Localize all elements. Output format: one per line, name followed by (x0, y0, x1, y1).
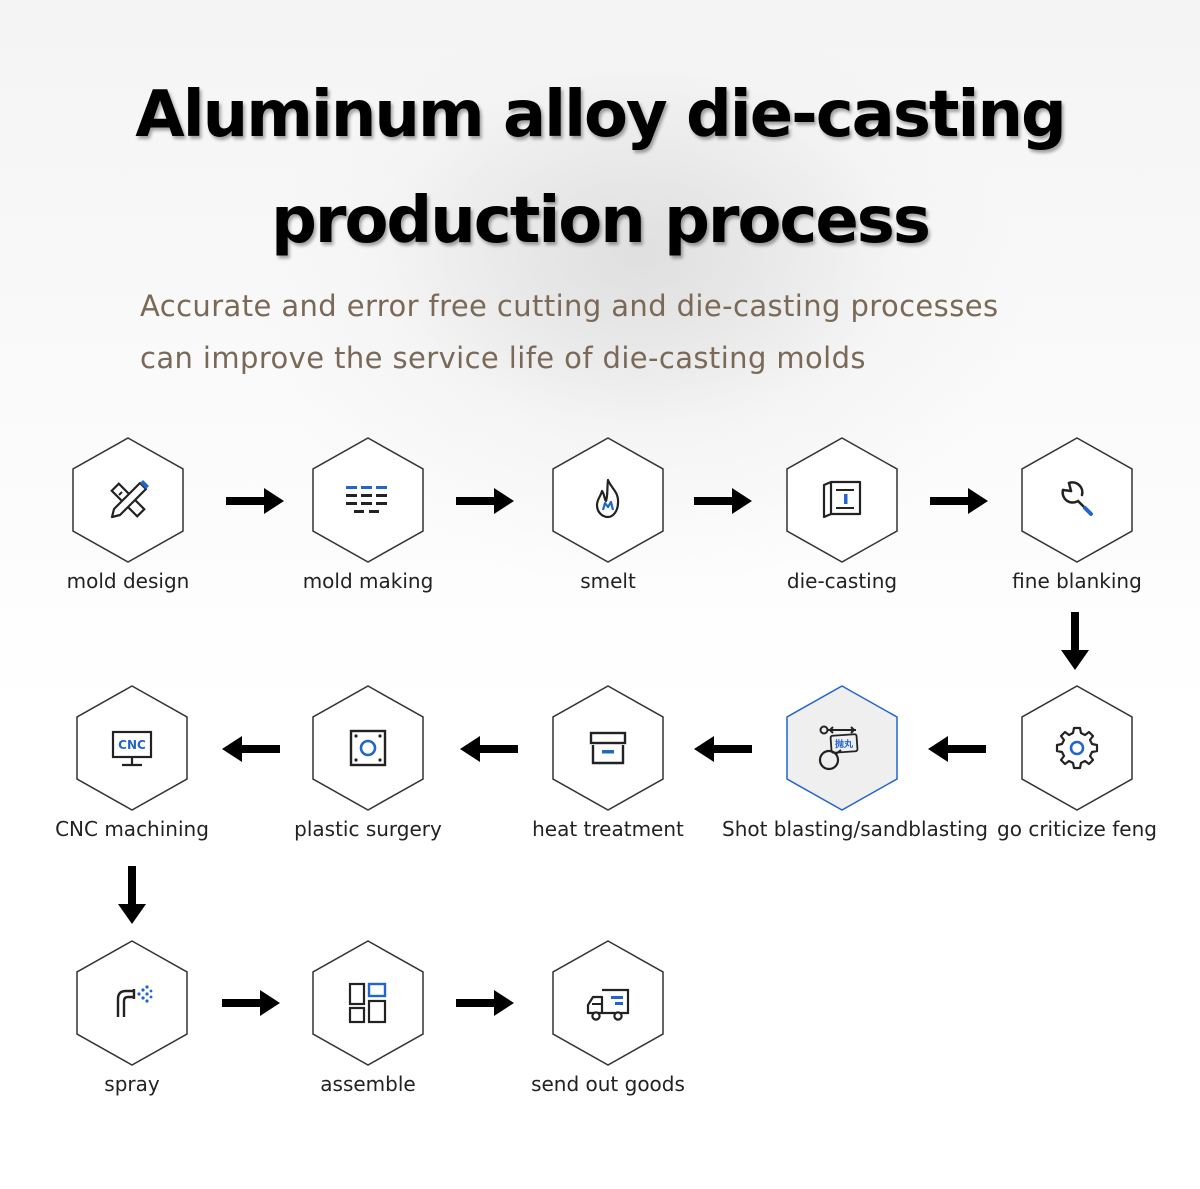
hexagon-frame (312, 685, 424, 811)
step-cnc-machining: CNC CNC machining (12, 685, 252, 875)
step-label: mold design (66, 569, 190, 593)
cnc-badge: CNC (118, 738, 146, 752)
step-label: heat treatment (532, 817, 684, 841)
arrow-left (692, 733, 752, 770)
hexagon-frame (552, 437, 664, 563)
step-label: plastic surgery (294, 817, 442, 841)
hexagon-frame (312, 940, 424, 1066)
step-heat-treatment: heat treatment (488, 685, 728, 875)
step-plastic-surgery: plastic surgery (248, 685, 488, 875)
subtitle-line-2: can improve the service life of die-cast… (140, 341, 866, 375)
hexagon-frame (1021, 437, 1133, 563)
hexagon-frame (1021, 685, 1133, 811)
frame-circle-icon (342, 722, 394, 774)
cnc-monitor-icon: CNC (106, 722, 158, 774)
wrench-icon (1051, 474, 1103, 526)
step-label: assemble (320, 1072, 416, 1096)
flame-icon (582, 474, 634, 526)
hexagon-frame: CNC (76, 685, 188, 811)
arrow-right (456, 485, 516, 522)
step-label: spray (104, 1072, 160, 1096)
arrow-left (926, 733, 986, 770)
step-mold-making: mold making (248, 437, 488, 627)
hexagon-frame (552, 685, 664, 811)
ruler-pencil-icon (102, 474, 154, 526)
step-go-criticize-feng: go criticize feng (957, 685, 1197, 875)
gear-icon (1051, 722, 1103, 774)
subtitle: Accurate and error free cutting and die-… (140, 280, 1140, 384)
step-label: fine blanking (1012, 569, 1142, 593)
hexagon-frame (552, 940, 664, 1066)
arrow-right (930, 485, 990, 522)
grid-bars-icon (342, 474, 394, 526)
step-label: mold making (302, 569, 434, 593)
hexagon-frame (312, 437, 424, 563)
step-label: smelt (580, 569, 636, 593)
step-assemble: assemble (248, 940, 488, 1130)
step-spray: spray (12, 940, 252, 1130)
step-fine-blanking: fine blanking (957, 437, 1197, 627)
arrow-left (458, 733, 518, 770)
drawer-icon (582, 722, 634, 774)
arrow-right (226, 485, 286, 522)
hexagon-frame (786, 437, 898, 563)
step-shot-blasting: 抛丸 Shot blasting/sandblasting (722, 685, 988, 875)
page-title: Aluminum alloy die-casting production pr… (0, 62, 1200, 274)
step-label: die-casting (786, 569, 898, 593)
truck-icon (582, 977, 634, 1029)
blocks-icon (342, 977, 394, 1029)
arrow-right (694, 485, 754, 522)
hexagon-frame (72, 437, 184, 563)
blueprint-icon (816, 474, 868, 526)
step-smelt: smelt (488, 437, 728, 627)
step-label: send out goods (531, 1072, 685, 1096)
arrow-down (1058, 612, 1092, 679)
subtitle-line-1: Accurate and error free cutting and die-… (140, 289, 999, 323)
shot-blast-badge: 抛丸 (835, 738, 854, 750)
step-label: go criticize feng (997, 817, 1157, 841)
step-mold-design: mold design (8, 437, 248, 627)
arrow-right (456, 987, 516, 1024)
arrow-left (220, 733, 280, 770)
arrow-down (115, 866, 149, 933)
hexagon-frame (76, 940, 188, 1066)
shot-blast-icon: 抛丸 (816, 722, 868, 774)
step-send-out-goods: send out goods (488, 940, 728, 1130)
hexagon-frame-highlighted: 抛丸 (786, 685, 898, 811)
title-line-2: production process (271, 184, 931, 258)
arrow-right (222, 987, 282, 1024)
spray-nozzle-icon (106, 977, 158, 1029)
step-die-casting: die-casting (722, 437, 962, 627)
step-label: CNC machining (55, 817, 209, 841)
title-line-1: Aluminum alloy die-casting (135, 78, 1067, 152)
step-label: Shot blasting/sandblasting (722, 817, 988, 841)
